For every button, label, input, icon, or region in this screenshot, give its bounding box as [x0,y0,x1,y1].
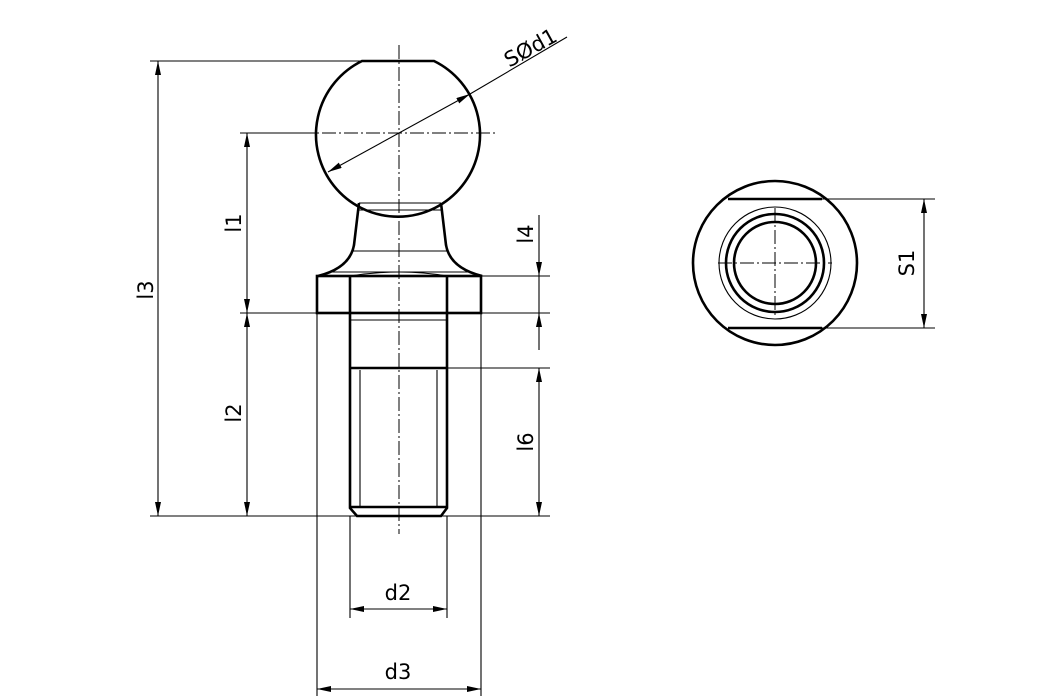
label-ball-diameter: SØd1 [500,24,561,72]
label-d3: d3 [385,660,412,684]
dimension-l3: l3 [134,61,161,516]
label-l1: l1 [222,213,246,232]
ball [314,59,482,218]
dimension-ball-diameter: SØd1 [327,24,568,173]
label-l4: l4 [514,224,538,243]
extension-lines [150,60,550,696]
label-l3: l3 [134,280,158,299]
dimension-d3: d3 [317,660,481,692]
neck [317,202,483,278]
dimension-s1: S1 [822,198,935,329]
dimension-l4: l4 [514,215,542,350]
top-view: S1 [691,179,935,347]
dimension-l2: l2 [222,313,250,516]
dimension-d2: d2 [350,581,447,612]
dimension-l6: l6 [514,368,542,516]
dimension-l1: l1 [222,133,250,313]
label-s1: S1 [895,250,919,277]
label-l2: l2 [222,403,246,422]
side-view: l3 l1 l2 l4 l6 d2 d3 [134,24,568,696]
label-l6: l6 [514,432,538,451]
label-d2: d2 [385,581,412,605]
